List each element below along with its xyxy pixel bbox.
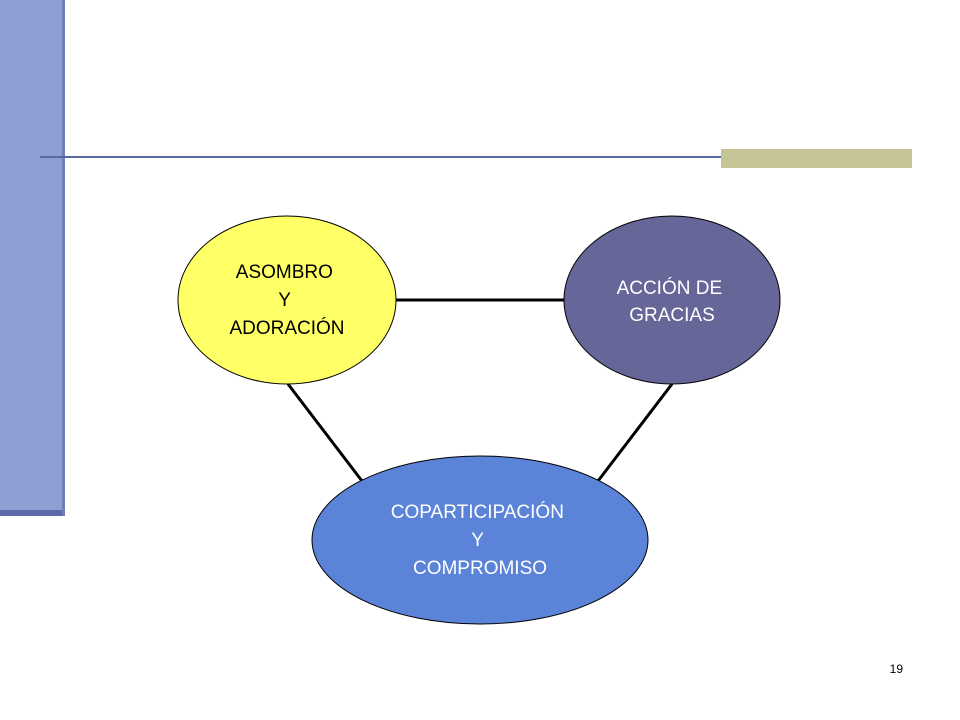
node-asombro-adoracion: ASOMBRO Y ADORACIÓN [177, 215, 397, 385]
side-bar-edge [62, 0, 65, 516]
node-asombro-label: ASOMBRO Y ADORACIÓN [229, 262, 344, 339]
node-accion-label: ACCIÓN DE GRACIAS [617, 277, 728, 326]
page-number: 19 [889, 662, 903, 676]
node-coparticipacion-label: COPARTICIPACIÓN Y COMPROMISO [391, 501, 569, 579]
node-asombro-shape [177, 215, 397, 385]
connector-left [286, 383, 364, 482]
node-accion-shape [563, 215, 781, 385]
title-rule [40, 156, 912, 158]
node-accion-de-gracias: ACCIÓN DE GRACIAS [563, 215, 781, 385]
side-bar-shadow [0, 510, 64, 516]
node-coparticipacion-shape [311, 455, 649, 625]
connector-right [596, 383, 674, 482]
node-coparticipacion-compromiso: COPARTICIPACIÓN Y COMPROMISO [311, 455, 649, 625]
title-accent-bar [721, 149, 912, 168]
side-bar [0, 0, 62, 512]
